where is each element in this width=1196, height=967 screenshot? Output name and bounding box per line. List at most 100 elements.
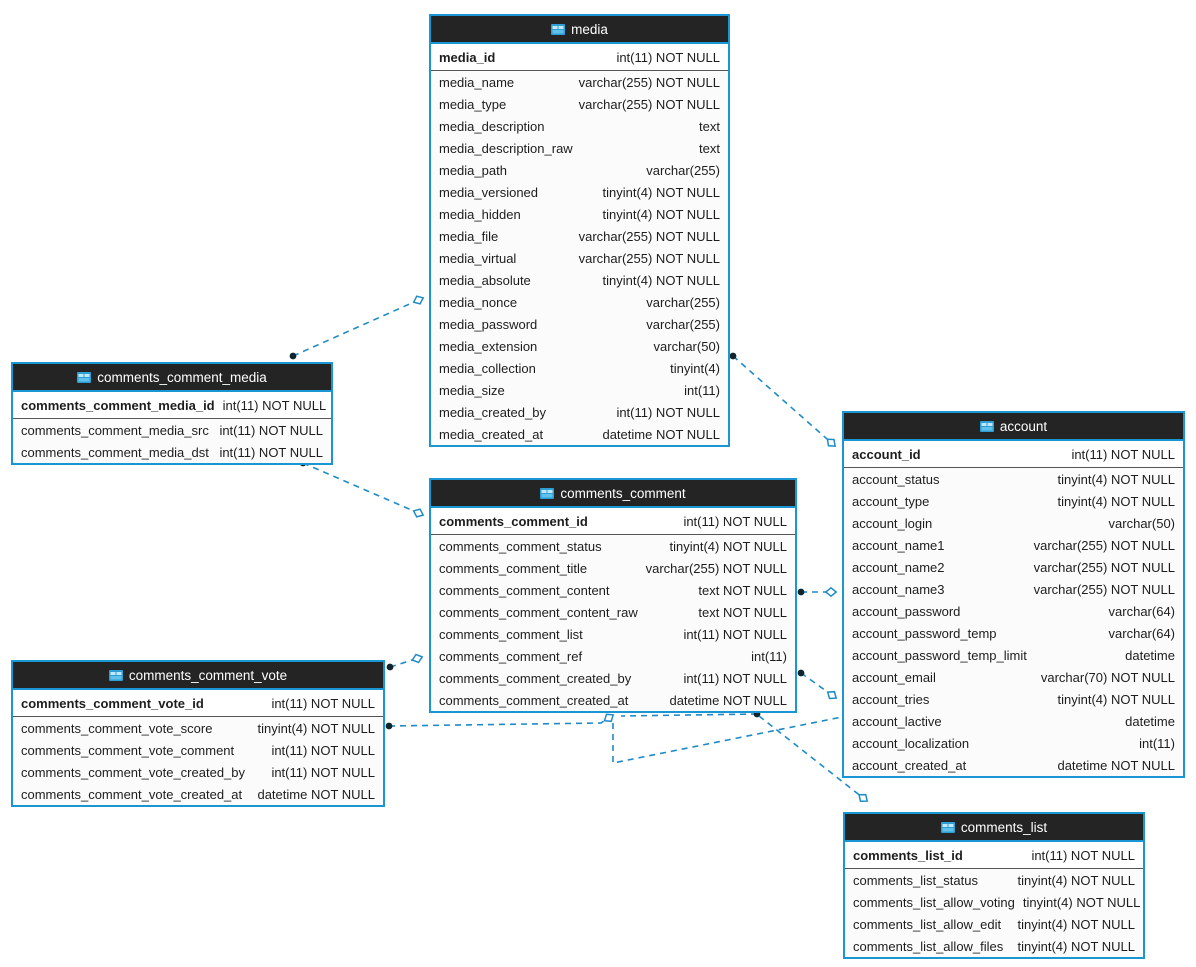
column-type: varchar(255) (646, 294, 720, 310)
column-name: comments_comment_media_src (21, 422, 209, 438)
column-name: comments_comment_media_dst (21, 444, 209, 460)
column-row: media_created_at datetime NOT NULL (431, 423, 728, 445)
column-type: tinyint(4) NOT NULL (1017, 872, 1135, 888)
column-type: int(11) NOT NULL (683, 670, 787, 686)
column-name: comments_comment_vote_created_at (21, 786, 243, 802)
table-comments_comment_vote[interactable]: comments_comment_vote comments_comment_v… (11, 660, 385, 807)
column-name: comments_list_status (853, 872, 978, 888)
relationship-endpoint-diamond (858, 793, 869, 802)
relationship-endpoint-diamond (826, 690, 838, 700)
column-type: tinyint(4) NOT NULL (1057, 691, 1175, 707)
column-type: int(11) (751, 648, 787, 664)
column-type: datetime NOT NULL (602, 426, 720, 442)
relationship-endpoint-diamond (412, 295, 425, 305)
column-name: account_localization (852, 735, 970, 751)
column-type: tinyint(4) NOT NULL (1022, 894, 1141, 910)
relationship-endpoint-diamond (411, 653, 424, 664)
column-row: comments_comment_created_by int(11) NOT N… (431, 667, 795, 689)
column-name: media_description_raw (439, 140, 573, 156)
table-header[interactable]: comments_comment_vote (13, 662, 383, 690)
relationship-line (388, 714, 614, 727)
primary-key-row: account_id int(11) NOT NULL (844, 441, 1183, 468)
column-type: varchar(64) (1108, 625, 1175, 641)
table-icon (940, 821, 955, 833)
column-name: media_absolute (439, 272, 531, 288)
table-account[interactable]: account account_id int(11) NOT NULL acco… (842, 411, 1185, 778)
table-icon (551, 23, 566, 35)
relationship-line (732, 355, 836, 447)
column-type: text (699, 118, 720, 134)
column-name: account_name2 (852, 559, 945, 575)
column-type: varchar(50) (1108, 515, 1175, 531)
table-header[interactable]: account (844, 413, 1183, 441)
column-type: varchar(255) NOT NULL (578, 96, 720, 112)
column-name: comments_comment_content_raw (439, 604, 638, 620)
primary-key-row: media_id int(11) NOT NULL (431, 44, 728, 71)
column-name: comments_comment_created_at (439, 692, 629, 708)
column-type: datetime (1125, 713, 1175, 729)
table-header[interactable]: comments_list (845, 814, 1143, 842)
column-type: varchar(64) (1108, 603, 1175, 619)
relationship-endpoint-diamond (826, 438, 836, 447)
column-name: comments_comment_status (439, 538, 602, 554)
primary-key-row: comments_comment_media_id int(11) NOT NU… (13, 392, 331, 419)
column-type: int(11) NOT NULL (1071, 446, 1175, 462)
column-type: int(11) (1139, 735, 1175, 751)
table-icon (77, 371, 92, 383)
column-type: tinyint(4) NOT NULL (1017, 938, 1135, 954)
column-type: tinyint(4) NOT NULL (1057, 493, 1175, 509)
table-comments_comment[interactable]: comments_comment comments_comment_id int… (429, 478, 797, 713)
table-header[interactable]: comments_comment (431, 480, 795, 508)
column-type: varchar(255) (646, 316, 720, 332)
column-type: varchar(255) NOT NULL (645, 560, 787, 576)
column-type: varchar(70) NOT NULL (1040, 669, 1175, 685)
column-name: account_name3 (852, 581, 945, 597)
column-name: media_created_at (439, 426, 544, 442)
column-name: comments_comment_vote_comment (21, 742, 235, 758)
column-type: varchar(255) NOT NULL (1033, 581, 1175, 597)
column-type: datetime NOT NULL (1057, 757, 1175, 773)
table-media[interactable]: media media_id int(11) NOT NULL media_na… (429, 14, 730, 447)
primary-key-row: comments_comment_vote_id int(11) NOT NUL… (13, 690, 383, 717)
column-type: int(11) NOT NULL (683, 513, 787, 529)
column-name: media_versioned (439, 184, 539, 200)
column-name: comments_comment_content (439, 582, 610, 598)
column-row: comments_comment_content_raw text NOT NUL… (431, 601, 795, 623)
table-header[interactable]: media (431, 16, 728, 44)
column-type: text NOT NULL (698, 604, 787, 620)
column-name: comments_list_allow_files (853, 938, 1004, 954)
column-type: varchar(255) (646, 162, 720, 178)
relationship-endpoint-dot (386, 663, 394, 671)
table-title: comments_comment (560, 485, 686, 501)
table-header[interactable]: comments_comment_media (13, 364, 331, 392)
relationship-endpoint-dot (797, 588, 805, 596)
column-name: account_password (852, 603, 961, 619)
table-comments_comment_media[interactable]: comments_comment_media comments_comment_… (11, 362, 333, 465)
column-name: account_lactive (852, 713, 942, 729)
table-comments_list[interactable]: comments_list comments_list_id int(11) N… (843, 812, 1145, 959)
column-type: int(11) (684, 382, 720, 398)
column-name: comments_comment_created_by (439, 670, 632, 686)
